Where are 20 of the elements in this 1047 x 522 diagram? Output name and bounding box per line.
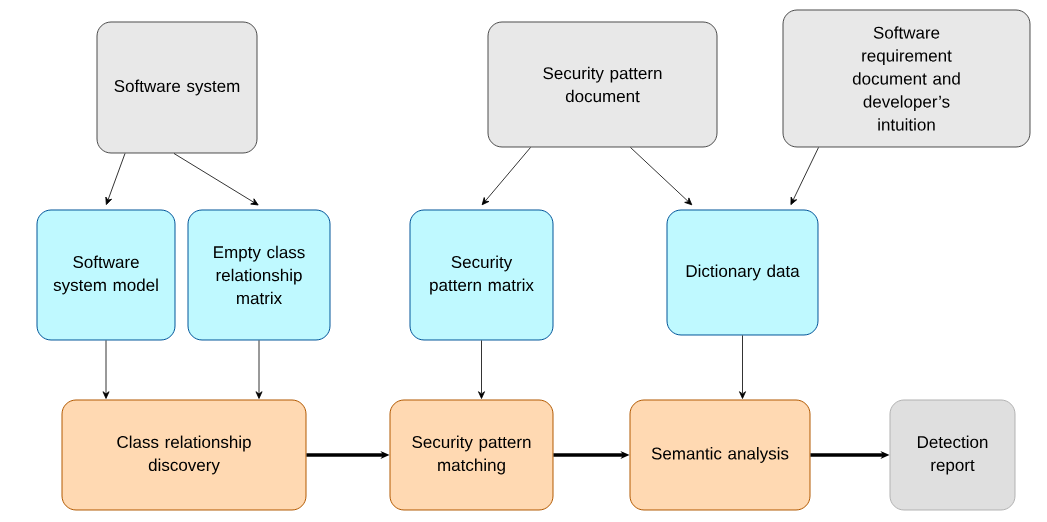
arrow — [478, 340, 485, 399]
output-box: Detection report — [889, 399, 1016, 511]
arrow — [739, 335, 746, 399]
input-box: Software requirement document and developer’s intuition — [782, 9, 1031, 148]
process-box: Semantic analysis — [629, 399, 811, 511]
data-box: Software system model — [36, 209, 176, 341]
arrow — [255, 340, 263, 399]
process-box: Security pattern matching — [389, 399, 554, 511]
arrow — [102, 340, 110, 399]
arrow — [790, 147, 819, 205]
arrow — [173, 153, 259, 206]
data-box: Dictionary data — [666, 209, 819, 336]
arrow — [105, 153, 126, 205]
data-box: Security pattern matrix — [409, 209, 554, 341]
process-box: Class relationship discovery — [61, 399, 307, 511]
arrow — [481, 147, 531, 206]
input-box: Software system — [96, 21, 258, 154]
data-box: Empty class relationship matrix — [187, 209, 331, 341]
arrow — [630, 147, 693, 206]
input-box: Security pattern document — [487, 21, 718, 148]
